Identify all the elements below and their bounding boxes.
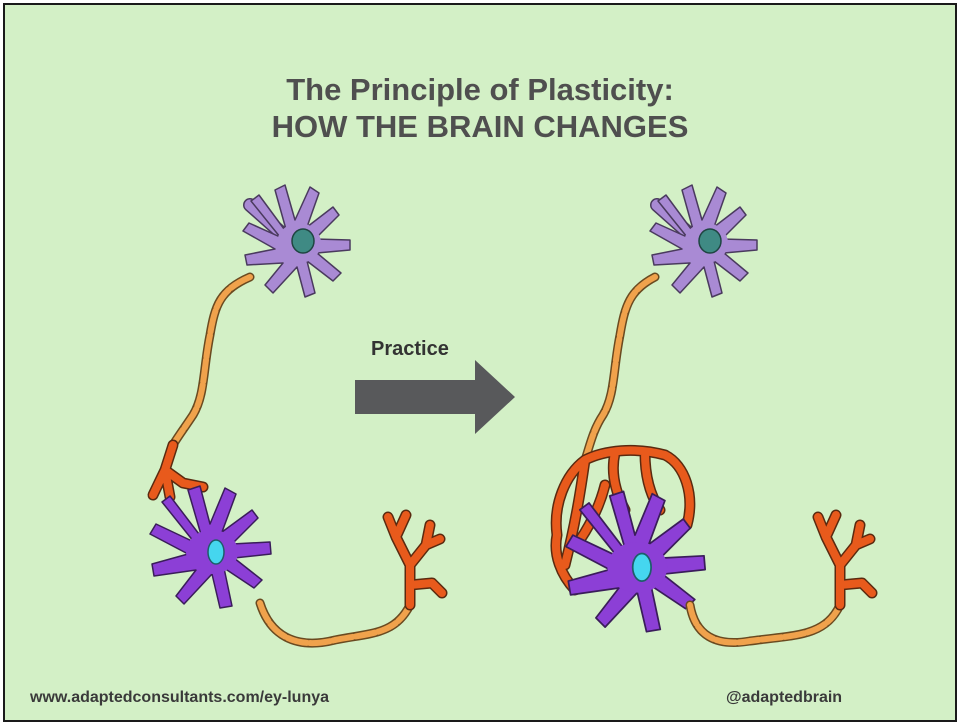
plasticity-diagram [5,5,955,720]
footer-handle: @adaptedbrain [726,689,842,707]
neuron-before [150,185,442,643]
practice-arrow [355,360,515,434]
neuron-after [556,185,872,643]
practice-label: Practice [371,338,449,361]
slide: The Principle of Plasticity: HOW THE BRA… [3,3,957,722]
footer-website: www.adaptedconsultants.com/ey-lunya [30,689,329,707]
